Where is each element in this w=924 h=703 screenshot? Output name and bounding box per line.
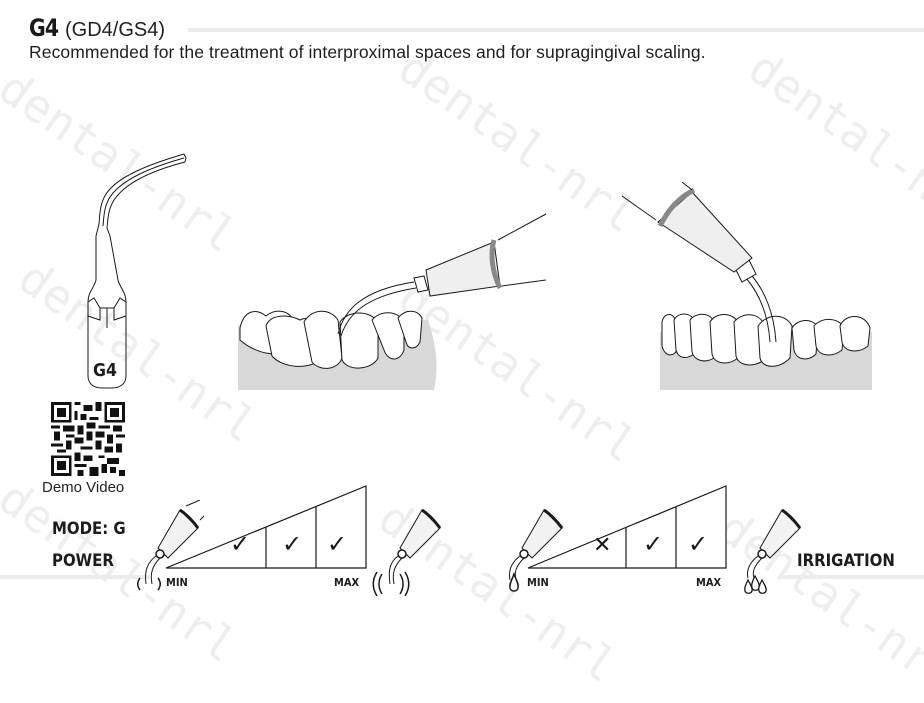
model-code: G4 bbox=[29, 14, 59, 42]
power-label: POWER bbox=[52, 551, 114, 571]
handpiece-on-teeth-icon bbox=[238, 213, 547, 390]
title-divider bbox=[188, 28, 924, 32]
irrigation-min-label: MIN bbox=[527, 576, 549, 589]
power-level-medium: ✓ bbox=[282, 531, 303, 558]
irrigation-level-low: ✕ bbox=[593, 532, 612, 557]
bottom-divider bbox=[780, 575, 924, 579]
product-title: G4 (GD4/GS4) bbox=[29, 14, 165, 44]
power-level-high: ✓ bbox=[327, 531, 348, 558]
power-max-label: MAX bbox=[334, 576, 360, 589]
power-level-chart bbox=[165, 485, 367, 569]
irrigation-max-label: MAX bbox=[696, 576, 722, 589]
irrigation-label: IRRIGATION bbox=[797, 551, 895, 571]
single-drop-icon bbox=[509, 508, 564, 592]
power-min-label: MIN bbox=[166, 576, 188, 589]
demo-video-link[interactable]: Demo Video bbox=[42, 479, 125, 496]
bottom-divider bbox=[0, 575, 150, 579]
irrigation-level-medium: ✓ bbox=[643, 531, 664, 558]
power-level-low: ✓ bbox=[230, 531, 251, 558]
handpiece-on-teeth-icon bbox=[621, 182, 872, 390]
product-description: Recommended for the treatment of interpr… bbox=[29, 42, 706, 62]
irrigation-level-chart bbox=[527, 485, 727, 569]
multiple-drops-icon bbox=[744, 508, 802, 594]
mode-label: MODE: G bbox=[52, 519, 126, 539]
tip-label: G4 bbox=[93, 360, 118, 381]
scaler-tip-icon bbox=[87, 153, 187, 389]
qr-code-icon[interactable] bbox=[51, 402, 125, 476]
model-variants: (GD4/GS4) bbox=[65, 19, 166, 41]
high-vibration-icon bbox=[372, 508, 442, 596]
low-vibration-icon bbox=[137, 500, 204, 591]
irrigation-level-high: ✓ bbox=[688, 531, 709, 558]
